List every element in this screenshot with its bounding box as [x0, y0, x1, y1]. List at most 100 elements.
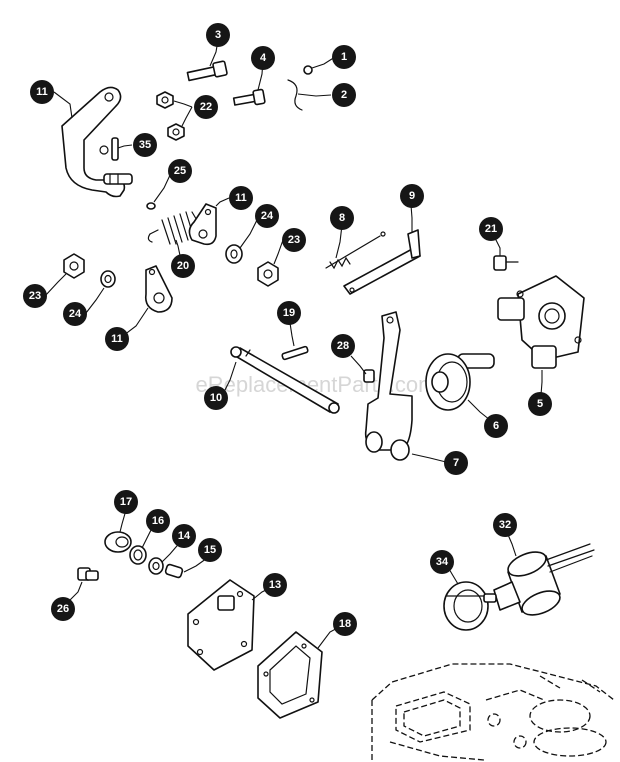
part-18-gasket	[257, 631, 323, 719]
callout-24b: 24	[255, 204, 279, 228]
callout-15: 15	[198, 538, 222, 562]
part-32-solenoid	[483, 543, 595, 616]
callout-label: 11	[36, 86, 48, 98]
part-13-cover-plate	[187, 579, 255, 671]
callout-label: 10	[210, 392, 222, 404]
callout-label: 17	[120, 496, 132, 508]
callout-label: 1	[341, 51, 347, 63]
callout-12: 11	[30, 80, 54, 104]
callout-23a: 23	[23, 284, 47, 308]
callout-label: 14	[178, 530, 191, 542]
callout-16: 16	[146, 509, 170, 533]
part-10-shaft	[230, 346, 340, 414]
callout-25: 25	[168, 159, 192, 183]
part-11-link-upper	[188, 203, 217, 246]
part-21-screw	[493, 255, 519, 271]
callout-label: 35	[139, 139, 151, 151]
callout-17: 17	[114, 490, 138, 514]
callout-2: 2	[332, 83, 356, 107]
callout-label: 23	[29, 290, 41, 302]
callout-label: 20	[177, 260, 189, 272]
callout-4: 4	[251, 46, 275, 70]
callout-label: 26	[57, 603, 69, 615]
callout-26: 26	[51, 597, 75, 621]
part-11-link-lower	[144, 265, 173, 313]
part-14-washer	[148, 557, 164, 575]
callout-label: 13	[269, 579, 281, 591]
callout-label: 24	[261, 210, 274, 222]
callout-label: 16	[152, 515, 164, 527]
callout-19: 19	[277, 301, 301, 325]
part-9-bracket	[343, 229, 421, 295]
callout-28: 28	[331, 334, 355, 358]
part-20-spring	[147, 211, 199, 245]
part-16-spring	[129, 545, 147, 565]
part-23-nut-left	[63, 253, 85, 279]
callout-label: 28	[337, 340, 349, 352]
part-25-ring	[146, 202, 156, 210]
callout-7: 7	[444, 451, 468, 475]
callout-3: 3	[206, 23, 230, 47]
callout-label: 21	[485, 223, 497, 235]
callout-label: 34	[436, 556, 449, 568]
callout-1: 1	[332, 45, 356, 69]
callout-34: 34	[430, 550, 454, 574]
part-6-governor-cup	[425, 353, 495, 411]
part-23-nut-right	[257, 261, 279, 287]
callout-22: 22	[194, 95, 218, 119]
part-4-screw	[232, 88, 266, 106]
callout-35: 35	[133, 133, 157, 157]
part-22-nuts	[156, 91, 185, 141]
callout-label: 25	[174, 165, 186, 177]
part-35-pin	[111, 137, 119, 161]
callout-label: 11	[235, 192, 247, 204]
callout-label: 8	[339, 212, 345, 224]
callout-label: 15	[204, 544, 216, 556]
callout-11a: 11	[229, 186, 253, 210]
callout-label: 3	[215, 29, 221, 41]
callout-18: 18	[333, 612, 357, 636]
part-24-washer-right	[225, 244, 243, 264]
callout-label: 32	[499, 519, 511, 531]
part-15-set-screw	[164, 563, 184, 579]
callout-label: 22	[200, 101, 212, 113]
callout-14: 14	[172, 524, 196, 548]
part-7-governor-lever	[364, 311, 413, 461]
part-17-cup-seal	[104, 531, 132, 553]
callout-20: 20	[171, 254, 195, 278]
callout-24a: 24	[63, 302, 87, 326]
engine-block-outline	[371, 663, 615, 761]
callout-label: 5	[537, 398, 543, 410]
part-19-pin	[281, 345, 309, 361]
callout-label: 6	[493, 420, 499, 432]
callout-label: 9	[409, 190, 415, 202]
part-28-clip	[363, 369, 375, 383]
callout-label: 11	[111, 333, 123, 345]
part-1-ball	[303, 65, 313, 75]
callout-label: 19	[283, 307, 295, 319]
callout-label: 4	[260, 52, 267, 64]
callout-8: 8	[330, 206, 354, 230]
callout-13: 13	[263, 573, 287, 597]
callout-label: 18	[339, 618, 351, 630]
callout-11b: 11	[105, 327, 129, 351]
callout-label: 7	[453, 457, 459, 469]
part-24-washer-left	[100, 270, 116, 288]
callout-21: 21	[479, 217, 503, 241]
callout-10: 10	[204, 386, 228, 410]
part-8-rod-spring	[325, 231, 386, 270]
part-2-spring-clip	[287, 79, 303, 111]
callout-label: 2	[341, 89, 347, 101]
part-34-lock-nut	[443, 581, 489, 631]
callout-23b: 23	[282, 228, 306, 252]
part-5-bracket-assembly	[497, 275, 585, 369]
part-3-bolt	[186, 60, 228, 82]
callout-label: 23	[288, 234, 300, 246]
callout-6: 6	[484, 414, 508, 438]
part-12-lever-arm	[61, 86, 133, 198]
callout-5: 5	[528, 392, 552, 416]
callout-label: 24	[69, 308, 82, 320]
callout-32: 32	[493, 513, 517, 537]
part-26-plug	[77, 567, 99, 581]
